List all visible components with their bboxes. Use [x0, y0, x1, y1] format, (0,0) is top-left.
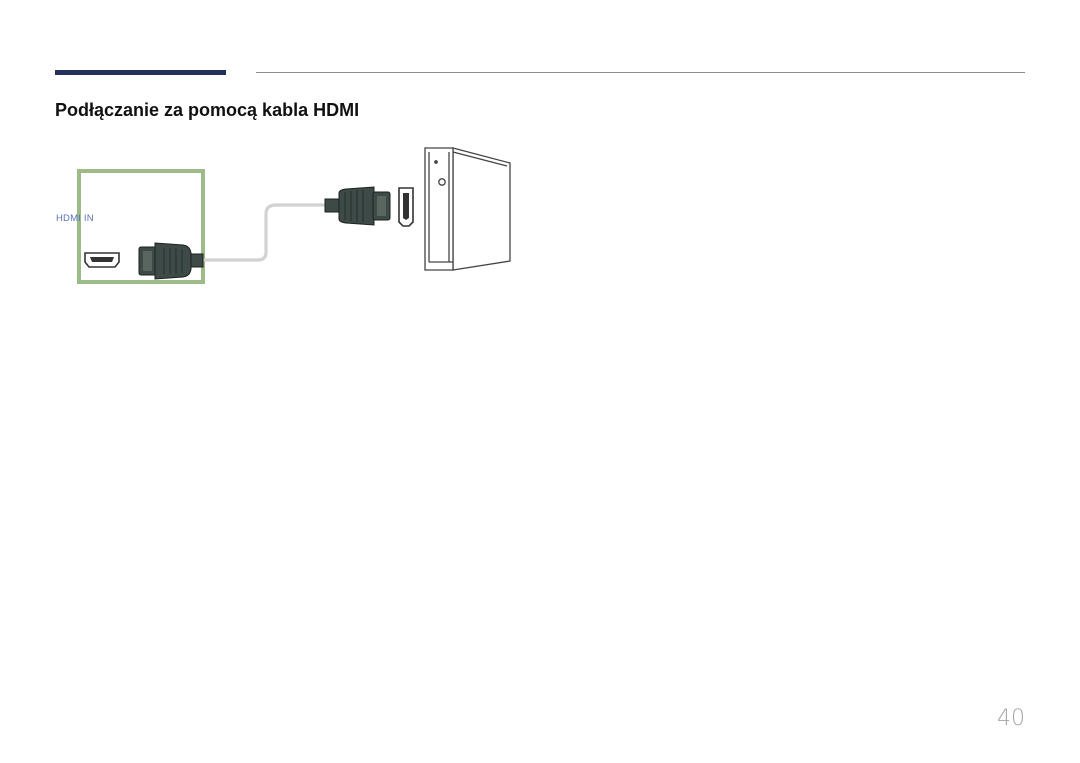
hdmi-plug-icon	[138, 242, 204, 280]
section-accent-bar	[55, 70, 226, 75]
section-heading: Podłączanie za pomocą kabla HDMI	[55, 100, 360, 120]
monitor-panel	[77, 169, 205, 284]
hdmi-plug-icon-pc	[324, 186, 391, 226]
hdmi-in-port-label: HDMI IN	[56, 213, 94, 224]
hdmi-port-icon-pc	[398, 187, 414, 227]
hdmi-port-icon	[84, 252, 120, 268]
pc-tower-icon	[424, 147, 511, 271]
header-rule	[256, 72, 1025, 73]
page-number: 40	[997, 706, 1025, 731]
connection-diagram	[77, 147, 511, 284]
hdmi-cable-icon	[203, 203, 327, 262]
